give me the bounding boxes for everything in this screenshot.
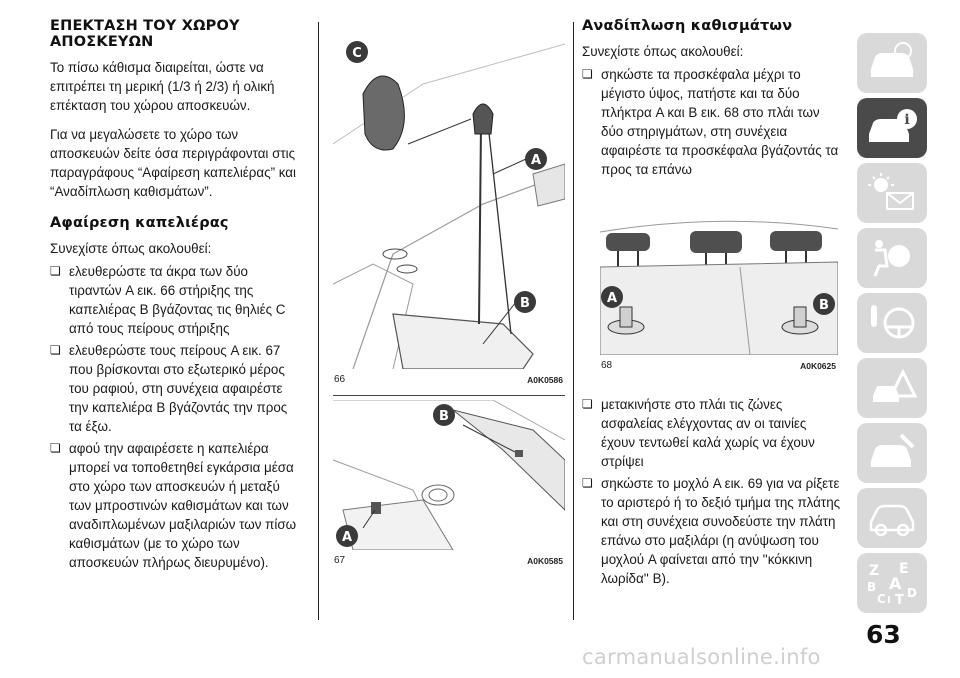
figure-code: A0K0625 <box>800 361 836 371</box>
list-item: ελευθερώστε τα άκρα των δύο τιραντών A ε… <box>50 262 300 338</box>
tab-maintenance[interactable] <box>857 423 927 483</box>
parcel-shelf-pins-illustration: A B <box>333 400 565 550</box>
chapter-tabs: i <box>857 33 927 618</box>
index-letter: E <box>899 561 909 577</box>
index-letter: A <box>889 574 902 593</box>
reference-paragraph: Για να μεγαλώσετε το χώρο των αποσκευών … <box>50 127 297 199</box>
callout-label: A <box>607 291 617 306</box>
roadside-triangle-icon <box>873 368 918 402</box>
callout-label: A <box>531 153 541 168</box>
tab-car-info[interactable]: i <box>857 98 927 158</box>
page-number: 63 <box>866 620 901 649</box>
tab-specifications[interactable] <box>857 488 927 548</box>
figure-66: C A B 66 A0K0586 <box>333 24 565 385</box>
figure-number: 66 <box>334 374 346 385</box>
left-column: ΕΠΕΚΤΑΣΗ ΤΟΥ ΧΩΡΟΥ ΑΠΟΣΚΕΥΩΝ Το πίσω κάθ… <box>50 18 300 575</box>
maintenance-car-icon <box>871 433 915 467</box>
intro-paragraph: Το πίσω κάθισμα διαιρείται, ώστε να επιτ… <box>50 60 275 113</box>
figure-divider <box>333 395 565 396</box>
tab-index[interactable]: Z E B A C D I T <box>857 553 927 613</box>
airbag-safety-icon <box>873 240 910 277</box>
callout-label: B <box>520 296 530 311</box>
instruction-list: μετακινήστε στο πλάι τις ζώνες ασφαλείας… <box>582 395 844 588</box>
section-heading: Αναδίπλωση καθισμάτων <box>582 18 793 34</box>
subsection-heading: Αφαίρεση καπελιέρας <box>50 215 229 231</box>
svg-text:i: i <box>904 112 909 128</box>
callout-label: B <box>819 298 829 313</box>
index-letter: C <box>877 592 886 605</box>
tab-dashboard[interactable] <box>857 33 927 93</box>
parcel-shelf-cords-illustration: C A B <box>333 24 565 369</box>
watermark: carmanualsonline.info <box>582 645 821 669</box>
tab-emergency[interactable] <box>857 358 927 418</box>
index-letter: I <box>887 595 891 605</box>
figure-code: A0K0585 <box>527 556 563 566</box>
warning-light-mail-icon <box>868 173 914 210</box>
tab-warning-lights[interactable] <box>857 163 927 223</box>
specifications-car-icon <box>869 504 915 537</box>
list-item: μετακινήστε στο πλάι τις ζώνες ασφαλείας… <box>582 395 844 471</box>
car-dashboard-icon <box>871 42 913 77</box>
index-letter: B <box>867 580 876 594</box>
figure-67: A B 67 A0K0585 <box>333 400 565 566</box>
index-letters-icon: Z E B A C D I T <box>867 561 917 605</box>
callout-label: B <box>439 409 449 424</box>
index-letter: D <box>907 586 917 600</box>
lead-paragraph: Συνεχίστε όπως ακολουθεί: <box>50 241 212 256</box>
figure-68: A B 68 A0K0625 <box>599 207 839 371</box>
instruction-list: ελευθερώστε τα άκρα των δύο τιραντών A ε… <box>50 262 300 572</box>
tab-safety[interactable] <box>857 228 927 288</box>
column-divider <box>573 22 574 620</box>
figure-number: 68 <box>601 360 613 371</box>
instruction-list: σηκώστε τα προσκέφαλα μέχρι το μέγιστο ύ… <box>582 65 844 179</box>
list-item: αφού την αφαιρέσετε η καπελιέρα μπορεί ν… <box>50 439 300 572</box>
steering-wheel-icon <box>871 305 915 339</box>
right-column-continued: μετακινήστε στο πλάι τις ζώνες ασφαλείας… <box>582 395 844 591</box>
right-column: Αναδίπλωση καθισμάτων Συνεχίστε όπως ακο… <box>582 18 844 182</box>
index-letter: T <box>895 593 904 605</box>
tab-starting-driving[interactable] <box>857 293 927 353</box>
figure-number: 67 <box>334 555 346 566</box>
column-divider <box>318 22 319 620</box>
lead-paragraph: Συνεχίστε όπως ακολουθεί: <box>582 44 744 59</box>
section-heading: ΕΠΕΚΤΑΣΗ ΤΟΥ ΧΩΡΟΥ ΑΠΟΣΚΕΥΩΝ <box>50 18 240 50</box>
index-letter: Z <box>869 563 879 579</box>
list-item: ελευθερώστε τους πείρους A εικ. 67 που β… <box>50 341 300 436</box>
headrest-removal-illustration: A B <box>599 207 839 356</box>
list-item: σηκώστε τα προσκέφαλα μέχρι το μέγιστο ύ… <box>582 65 844 179</box>
car-info-icon: i <box>869 109 917 142</box>
callout-label: C <box>352 46 362 61</box>
list-item: σηκώστε το μοχλό A εικ. 69 για να ρίξετε… <box>582 474 844 588</box>
callout-label: A <box>342 530 352 545</box>
figure-code: A0K0586 <box>527 375 563 385</box>
